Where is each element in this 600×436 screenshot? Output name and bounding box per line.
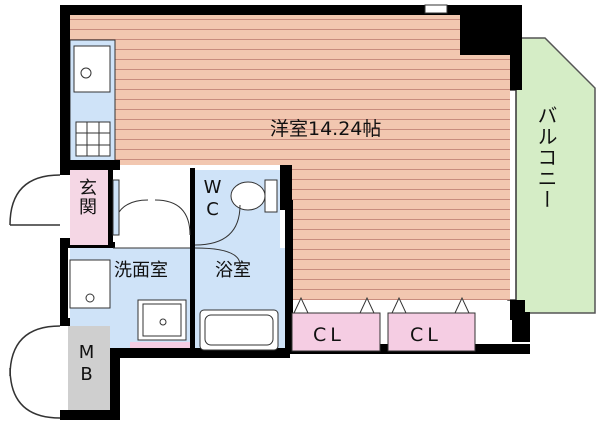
closet-2	[387, 312, 476, 352]
toilet-tank-icon	[264, 179, 278, 213]
balcony-label: バルコニー	[534, 105, 558, 210]
closet-2-label: CL	[410, 324, 442, 346]
entrance-floor	[70, 170, 108, 245]
meter-box	[68, 326, 110, 410]
bathroom-label: 浴室	[215, 260, 251, 281]
wc-label: WC	[202, 177, 223, 221]
sink-icon	[73, 45, 111, 93]
washroom-label: 洗面室	[114, 260, 168, 281]
washing-machine-icon	[69, 259, 111, 309]
stove-icon	[75, 121, 111, 157]
wash-basin-icon	[137, 299, 187, 341]
toilet-bowl-icon	[230, 181, 266, 211]
closet-1	[291, 312, 381, 352]
western-room-floor	[70, 15, 510, 170]
western-room-label: 洋室14.24帖	[270, 118, 382, 140]
closet-1-label: CL	[313, 324, 345, 346]
bathtub-icon	[199, 309, 279, 351]
entrance-label: 玄関	[76, 178, 97, 216]
meter-box-label: MB	[76, 342, 97, 386]
